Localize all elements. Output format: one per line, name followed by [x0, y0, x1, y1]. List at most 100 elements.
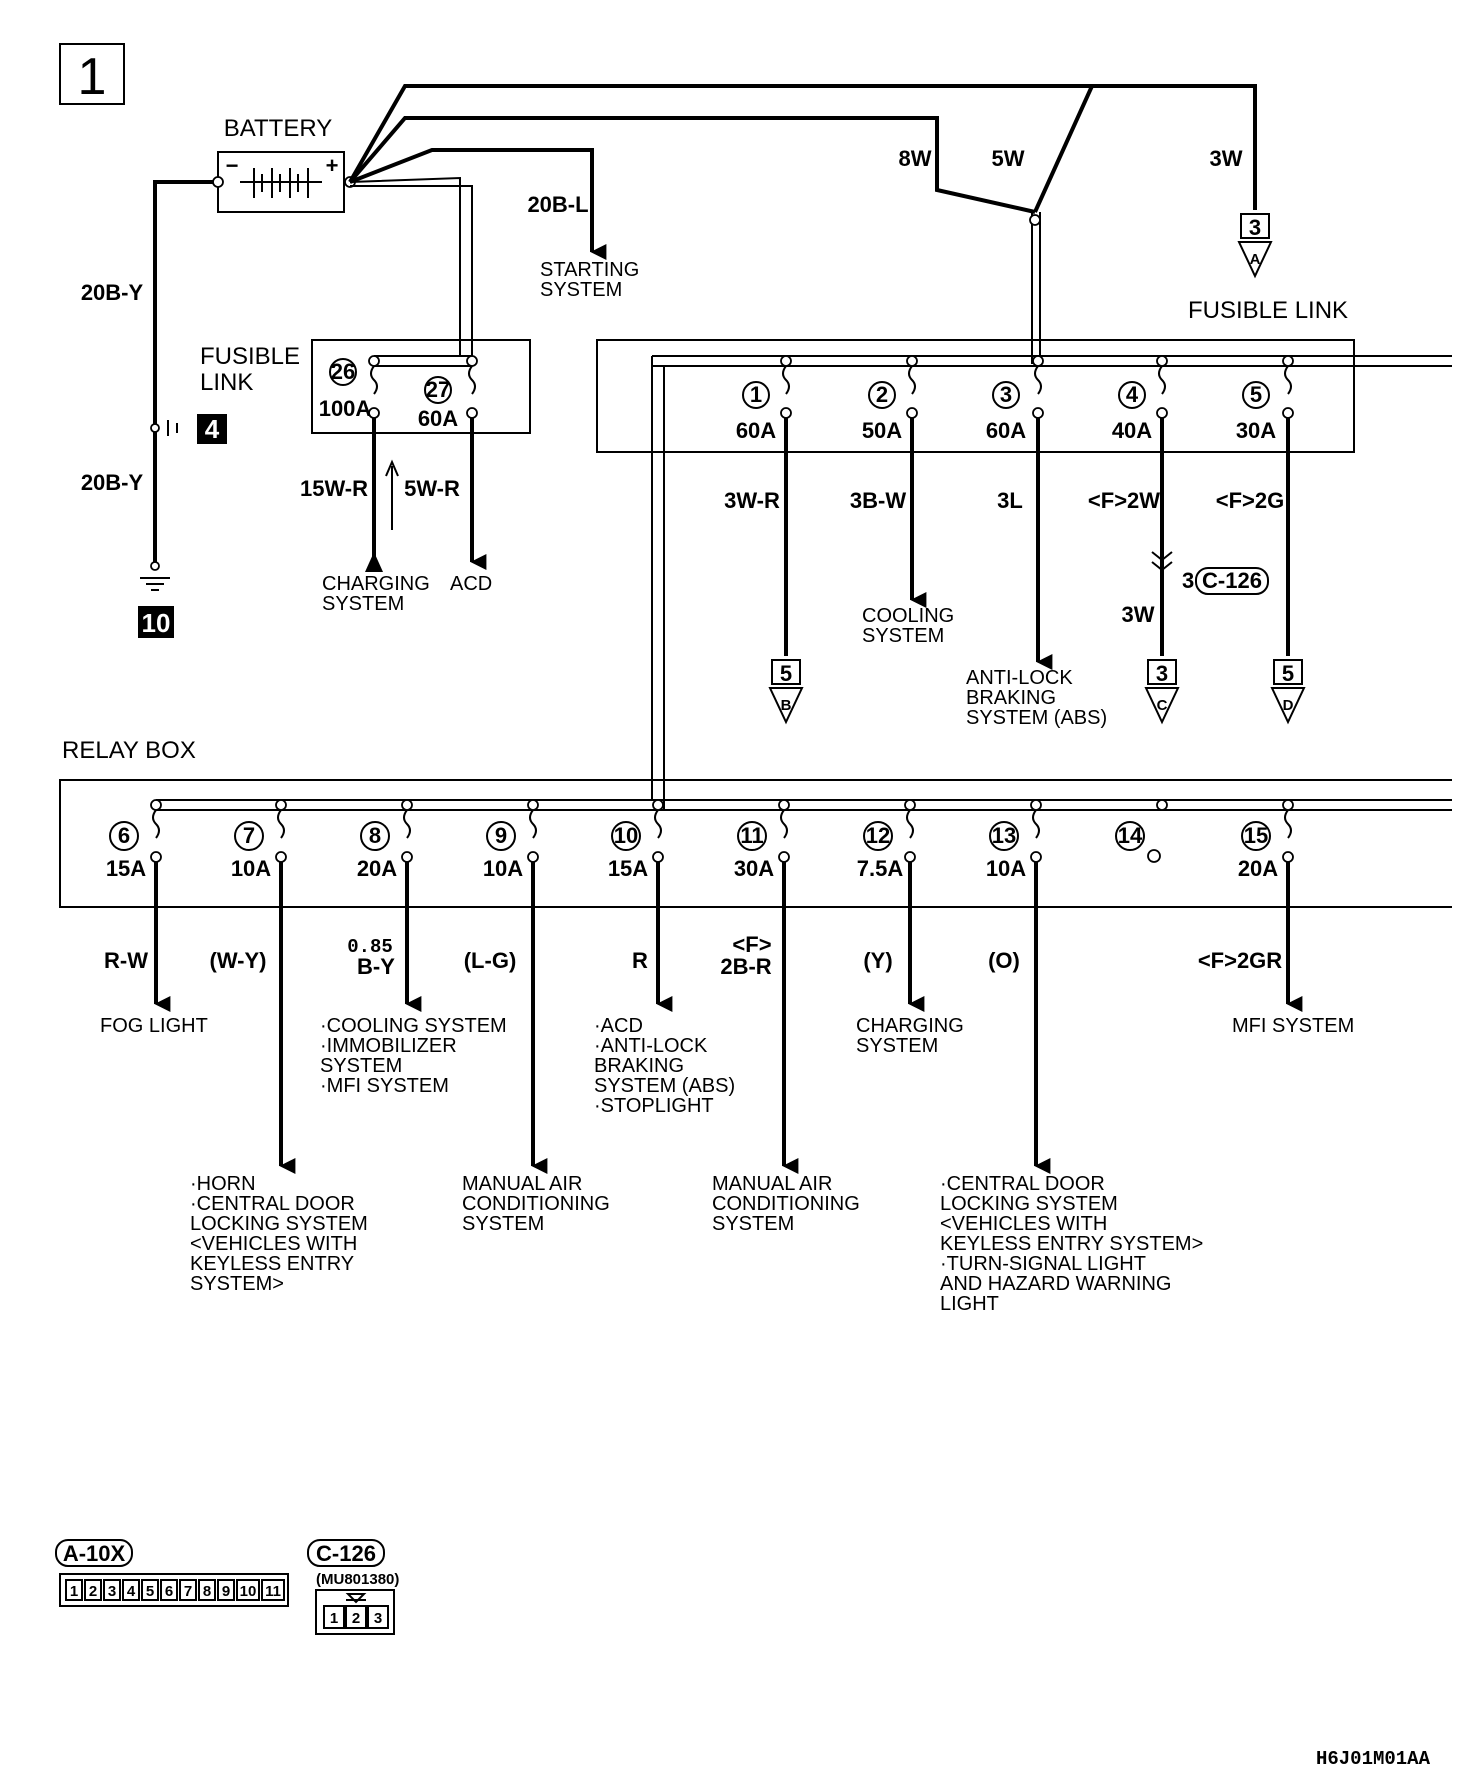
relay-wire-label-8b: B-Y: [357, 954, 395, 979]
fuse-1-number: 1: [750, 382, 762, 407]
dest-10-line-3: BRAKING: [594, 1055, 684, 1077]
relay-wire-label-10: R: [632, 948, 648, 973]
dest-fog-light: FOG LIGHT: [100, 1015, 208, 1037]
dest-7-line-5: KEYLESS ENTRY: [190, 1253, 354, 1275]
dest-7-line-3: LOCKING SYSTEM: [190, 1213, 368, 1235]
fusible-big-fuses: 1 60A 3W-R 2 50A 3B-W 3 60A 3L: [724, 355, 1294, 670]
c126-pin-2: [345, 1605, 367, 1629]
relay-fuse-10-number: 10: [614, 823, 638, 848]
connector-c126-key-icon: [345, 1593, 367, 1604]
fuse-27-amp: 60A: [418, 406, 458, 431]
relay-wire-label-6: R-W: [104, 948, 148, 973]
connector-ref-d: 5 D: [1270, 659, 1306, 725]
ground-wire-label-lower: 20B-Y: [81, 470, 144, 495]
connector-ref-a: 3 A: [1237, 213, 1273, 279]
fuse-27-icon: [468, 365, 476, 395]
dest-7-line-6: SYSTEM>: [190, 1273, 284, 1295]
charging-label-1: CHARGING: [322, 573, 430, 595]
relay-fuse-6-amp: 15A: [106, 856, 146, 881]
wire-to-relay-box: [651, 356, 665, 810]
connector-ref-b: 5 B: [768, 659, 804, 725]
wire-5w: [1033, 84, 1252, 213]
a10x-pin-label: 9: [222, 1583, 230, 1600]
dest-10-line-2: ·ANTI-LOCK: [594, 1035, 708, 1057]
wire-label-3l: 3L: [997, 488, 1023, 513]
dest-11-line-3: SYSTEM: [712, 1213, 794, 1235]
dest-10: ·ACD ·ANTI-LOCK BRAKING SYSTEM (ABS) ·ST…: [594, 1015, 735, 1117]
c126-pin-label: 3: [374, 1610, 382, 1627]
a10x-pin-label: 11: [265, 1583, 281, 1600]
a10x-pin-1: [65, 1579, 83, 1601]
battery-cells-icon: [240, 168, 322, 198]
ground-icon: [140, 577, 170, 591]
starting-system-label-1: STARTING: [540, 259, 639, 281]
relay-fuse-11-icon: [780, 809, 788, 839]
dest-13: ·CENTRAL DOOR LOCKING SYSTEM <VEHICLES W…: [940, 1173, 1203, 1315]
relay-fuse-7-number: 7: [243, 823, 255, 848]
dest-10-line-1: ·ACD: [594, 1015, 643, 1037]
c126-pin-1: [323, 1605, 345, 1629]
fuse-5: 5 30A <F>2G: [1216, 355, 1294, 656]
dest-9-line-1: MANUAL AIR: [462, 1173, 582, 1195]
page-number: 1: [78, 48, 107, 106]
fuse-2-amp: 50A: [862, 418, 902, 443]
dest-9-line-3: SYSTEM: [462, 1213, 544, 1235]
dest-13-line-6: AND HAZARD WARNING: [940, 1273, 1171, 1295]
wire-label-f-2g: <F>2G: [1216, 488, 1284, 513]
fuse-5-amp: 30A: [1236, 418, 1276, 443]
dest-8-line-2: ·IMMOBILIZER: [320, 1035, 457, 1057]
fusible-small-title-2: LINK: [200, 369, 253, 396]
dest-13-line-7: LIGHT: [940, 1293, 999, 1315]
a10x-pin-3: [103, 1579, 121, 1601]
c126-pin-label: 1: [330, 1610, 338, 1627]
dest-10-line-5: ·STOPLIGHT: [594, 1095, 714, 1117]
battery-neg-terminal: [212, 176, 224, 188]
relay-fuse-13-amp: 10A: [986, 856, 1026, 881]
a10x-pin-label: 1: [70, 1583, 78, 1600]
fuse-2: 2 50A 3B-W: [850, 355, 927, 608]
a10x-pin-label: 6: [165, 1583, 173, 1600]
a10x-pin-label: 8: [203, 1583, 211, 1600]
wire-label-3w: 3W: [1210, 146, 1243, 171]
abs-label-2: BRAKING: [966, 687, 1056, 709]
starting-wire-label: 20B-L: [527, 192, 588, 217]
relay-fuse-8-icon: [403, 809, 411, 839]
fuse-1-icon: [782, 365, 790, 395]
dest-13-line-4: KEYLESS ENTRY SYSTEM>: [940, 1233, 1203, 1255]
a10x-pin-9: [217, 1579, 235, 1601]
relay-fuse-15-icon: [1284, 809, 1292, 839]
relay-fuse-14-empty-icon: [1147, 849, 1161, 863]
relay-fuse-8-number: 8: [369, 823, 381, 848]
fusible-link-big-box: [596, 339, 1355, 453]
wire-label-3b-w: 3B-W: [850, 488, 906, 513]
dest-7: ·HORN ·CENTRAL DOOR LOCKING SYSTEM <VEHI…: [190, 1173, 368, 1295]
dest-7-line-4: <VEHICLES WITH: [190, 1233, 357, 1255]
fuse-4: 4 40A <F>2W 3 C-126 3W: [1088, 355, 1269, 656]
wire-label-5w-r: 5W-R: [404, 476, 460, 501]
a10x-pin-5: [141, 1579, 159, 1601]
fuse-3: 3 60A 3L: [986, 355, 1053, 670]
connector-c-number: 3: [1156, 661, 1168, 686]
a10x-pin-label: 3: [108, 1583, 116, 1600]
dest-13-line-1: ·CENTRAL DOOR: [940, 1173, 1105, 1195]
relay-fuse-12-icon: [906, 809, 914, 839]
fuse-26: 26 100A: [319, 358, 371, 421]
battery: BATTERY − +: [212, 115, 356, 213]
dest-12-line-1: CHARGING: [856, 1015, 964, 1037]
relay-fuse-14-number: 14: [1118, 823, 1143, 848]
dest-10-line-4: SYSTEM (ABS): [594, 1075, 735, 1097]
dest-11-line-1: MANUAL AIR: [712, 1173, 832, 1195]
fusible-small-bus: [374, 355, 472, 367]
connector-a-letter: A: [1250, 251, 1261, 268]
battery-plus: +: [326, 153, 339, 178]
a10x-pin-10: [236, 1579, 260, 1601]
connector-4-label: 4: [205, 414, 220, 444]
dest-8-line-4: ·MFI SYSTEM: [320, 1075, 449, 1097]
a10x-pin-6: [160, 1579, 178, 1601]
